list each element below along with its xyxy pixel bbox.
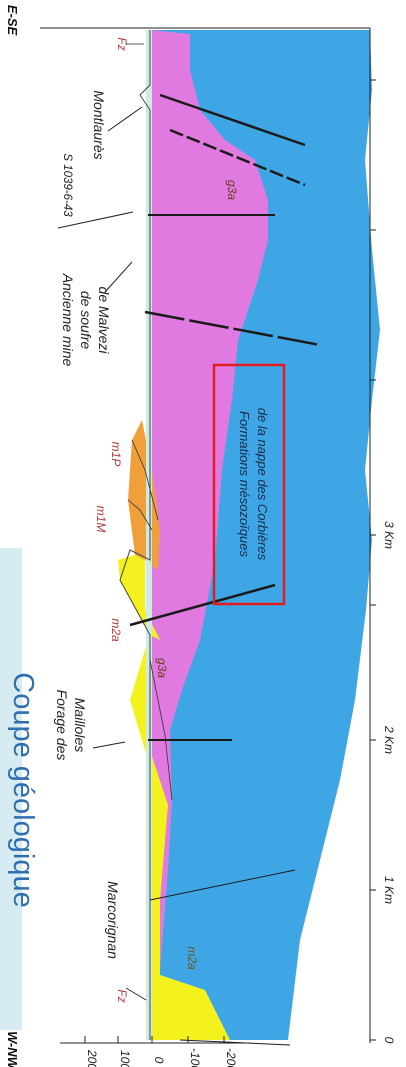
unit-labels: Fz Fz m2a m2a g3a g3a m1M m1P (94, 37, 239, 1002)
distance-tick-label: 3 Km (382, 521, 396, 549)
title-band (0, 548, 22, 1030)
highlight-line2: de la nappe des Corbières (255, 408, 270, 561)
contact-line (131, 439, 159, 521)
fault-line (159, 93, 306, 147)
unit-label-g3a-lower: g3a (155, 658, 169, 678)
unit-fz (146, 30, 152, 1040)
unit-label-m2a-upper: m2a (109, 618, 123, 642)
distance-tick-marks (370, 79, 376, 1041)
unit-label-m2a-lower: m2a (185, 946, 199, 970)
unit-label-m1p: m1P (109, 442, 123, 467)
section-title: Coupe géologique (7, 672, 39, 907)
label-sondage: S 1039-6-43 (61, 153, 73, 217)
label-mine-line3: de Malvezi (96, 287, 112, 355)
unit-label-m1m: m1M (94, 506, 108, 533)
contact-line (127, 499, 153, 531)
stratigraphic-contacts (127, 439, 173, 801)
highlight-box: Formations mésozoïques de la nappe des C… (212, 363, 286, 606)
distance-tick-label: 0 (382, 1037, 396, 1044)
topographic-surface (119, 30, 151, 1040)
highlight-frame (212, 363, 286, 606)
label-mine-line1: Ancienne mine (60, 273, 76, 367)
unit-label-fz-east: Fz (115, 37, 129, 50)
place-labels: Marcorignan Forage des Mailloles Ancienn… (54, 90, 143, 959)
unit-m2a (118, 555, 160, 640)
elevation-tick-label: 200 (85, 1049, 99, 1067)
elevation-tick-marks (84, 1036, 225, 1043)
highlight-line1: Formations mésozoïques (237, 411, 252, 557)
label-forage-line2: Mailloles (72, 698, 88, 752)
contact-line (149, 659, 173, 801)
orientation-right: E-SE (5, 5, 20, 36)
leader-mine (104, 261, 133, 293)
leader-forage (92, 741, 126, 749)
elevation-tick-label: 100 (118, 1050, 132, 1067)
leader-sondage (57, 211, 134, 229)
unit-label-g3a-upper: g3a (225, 180, 239, 200)
label-mine-line2: de soufre (78, 291, 94, 350)
elevation-tick-label: -100 (188, 1048, 202, 1067)
fault-line (144, 310, 321, 347)
fault-line (149, 869, 296, 901)
leader-montlaures (107, 106, 143, 132)
geology-drawing (118, 30, 380, 1046)
unit-label-fz-west: Fz (115, 989, 129, 1002)
leader-fz-west (125, 987, 147, 1001)
unit-g3a (150, 30, 268, 975)
fault-line (169, 128, 306, 187)
unit-m2a-wedge (130, 640, 160, 975)
orientation-left: W-NW (5, 1031, 20, 1067)
label-montlaures: Montlaurès (91, 90, 107, 159)
label-forage-line1: Forage des (54, 690, 70, 761)
axes: 200 100 0 -100 -200 0 1 Km 2 Km 3 Km W-N… (5, 5, 396, 1067)
label-marcorignan: Marcorignan (105, 881, 121, 959)
distance-tick-label: 1 Km (382, 876, 396, 904)
fault-line (129, 583, 276, 627)
elevation-tick-label: 0 (152, 1057, 166, 1064)
distance-tick-label: 2 Km (382, 725, 396, 754)
elevation-tick-label: -200 (224, 1048, 238, 1067)
